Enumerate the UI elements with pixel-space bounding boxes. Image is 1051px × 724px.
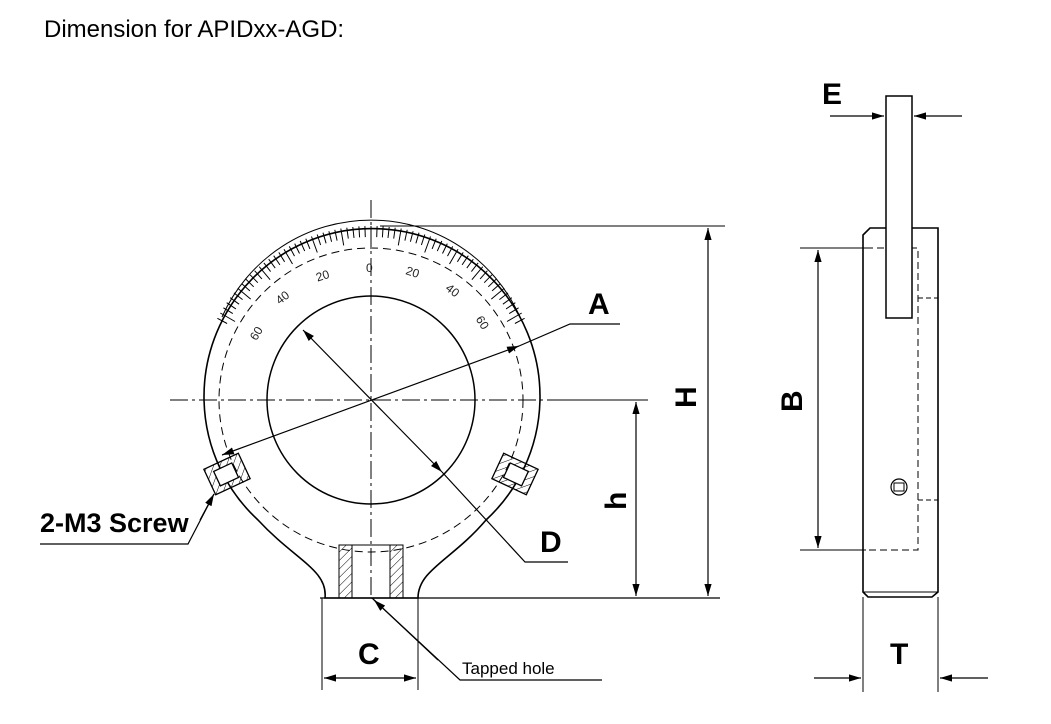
mount-outline (203, 227, 541, 599)
scale-tick (217, 317, 228, 324)
scale-tick (420, 234, 426, 246)
scale-tick (409, 231, 414, 242)
dim-label-B: B (776, 390, 809, 412)
scale-tick (466, 258, 474, 269)
scale-tick (305, 238, 311, 250)
dim-label-A: A (588, 288, 610, 321)
page-title: Dimension for APIDxx-AGD: (44, 16, 345, 43)
dim-label-E: E (822, 78, 842, 111)
dim-A-leader (518, 323, 620, 347)
scale-tick (514, 317, 525, 324)
scale-tick (381, 226, 384, 238)
side-top-plate (885, 95, 913, 319)
scale-tick (424, 236, 431, 253)
scale-tick (471, 266, 484, 281)
scale-tick (311, 236, 318, 253)
scale-tick (447, 246, 454, 257)
scale-tick (223, 307, 234, 315)
scale-tick (334, 229, 338, 241)
scale-tick (456, 252, 464, 263)
scale-tick (241, 283, 251, 292)
front-view (40, 200, 725, 690)
dim-label-H: H (670, 386, 703, 408)
scale-tick (346, 227, 349, 239)
scale-tick (258, 266, 271, 281)
scale-tick (316, 234, 322, 246)
scale-tick (387, 226, 390, 238)
scale-tick (328, 231, 333, 242)
scale-tick (283, 249, 293, 265)
scale-inner-arc (221, 219, 521, 318)
dim-D-leader (441, 471, 568, 563)
scale-tick (263, 262, 271, 272)
scale-label-left-20: 20 (314, 267, 331, 285)
scale-tick (479, 270, 488, 280)
dim-D-line (302, 329, 443, 473)
dim-label-C: C (358, 638, 380, 671)
scale-tick (491, 283, 501, 292)
scale-label-right-20: 20 (404, 263, 421, 281)
scale-tick (449, 249, 459, 265)
angle-scale (217, 226, 525, 324)
scale-tick (487, 278, 497, 288)
scale-tick (431, 238, 437, 250)
scale-tick (352, 226, 355, 238)
side-body (862, 227, 939, 598)
screw-callout: 2-M3 Screw (40, 508, 190, 538)
scale-tick (273, 255, 281, 266)
scale-tick (442, 243, 448, 254)
tapped-hole-left-wall (338, 544, 353, 599)
scale-tick (340, 228, 345, 246)
scale-tick (249, 274, 259, 284)
scale-tick (471, 262, 479, 272)
side-screw (890, 478, 908, 496)
dim-label-T: T (890, 638, 908, 671)
side-view (800, 95, 988, 692)
scale-label-zero: 0 (366, 261, 373, 275)
scale-tick (461, 255, 469, 266)
scale-tick (245, 278, 255, 288)
scale-tick (393, 227, 396, 239)
scale-tick (490, 287, 505, 300)
scale-tick (233, 292, 243, 300)
scale-tick (268, 258, 276, 269)
scale-tick (483, 274, 493, 284)
screw-left (202, 452, 252, 496)
scale-tick (358, 226, 361, 238)
scale-tick (499, 292, 509, 300)
scale-tick (288, 246, 295, 257)
dim-label-D: D (540, 526, 562, 559)
tapped-hole-right-wall (389, 544, 404, 599)
scale-tick (299, 240, 306, 252)
scale-tick (404, 229, 408, 241)
scale-tick (322, 232, 327, 244)
scale-tick (436, 240, 443, 252)
scale-tick (237, 287, 252, 300)
tapped-hole-callout: Tapped hole (462, 659, 555, 678)
scale-tick (397, 228, 402, 246)
screw-right (490, 452, 540, 496)
scale-tick (508, 307, 519, 315)
scale-tick (294, 243, 300, 254)
scale-tick (254, 270, 263, 280)
dim-label-h: h (600, 492, 633, 510)
scale-tick (278, 252, 286, 263)
scale-tick (415, 232, 420, 244)
